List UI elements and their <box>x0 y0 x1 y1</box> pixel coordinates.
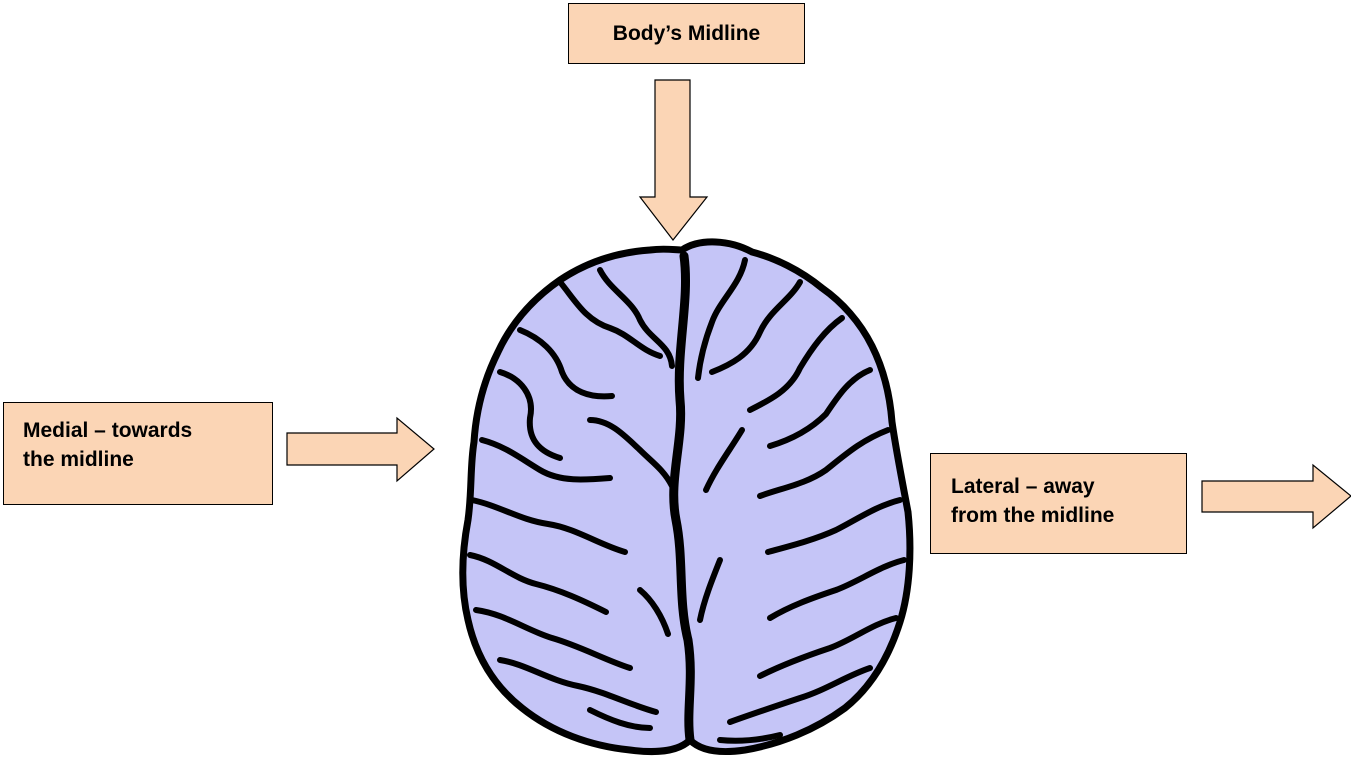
medial-label-box: Medial – towards the midline <box>3 402 273 505</box>
lateral-arrow <box>1202 465 1351 528</box>
medial-label-line-1: Medial – towards <box>23 416 272 445</box>
medial-arrow <box>287 418 434 481</box>
lateral-label-line-1: Lateral – away <box>951 472 1186 501</box>
lateral-label-box: Lateral – away from the midline <box>930 453 1187 554</box>
medial-label-line-2: the midline <box>23 445 272 474</box>
down-arrow <box>640 80 707 240</box>
brain-top-view-icon <box>463 242 910 752</box>
lateral-label-line-2: from the midline <box>951 501 1186 530</box>
midline-label-box: Body’s Midline <box>568 3 805 64</box>
midline-label: Body’s Midline <box>613 19 760 48</box>
